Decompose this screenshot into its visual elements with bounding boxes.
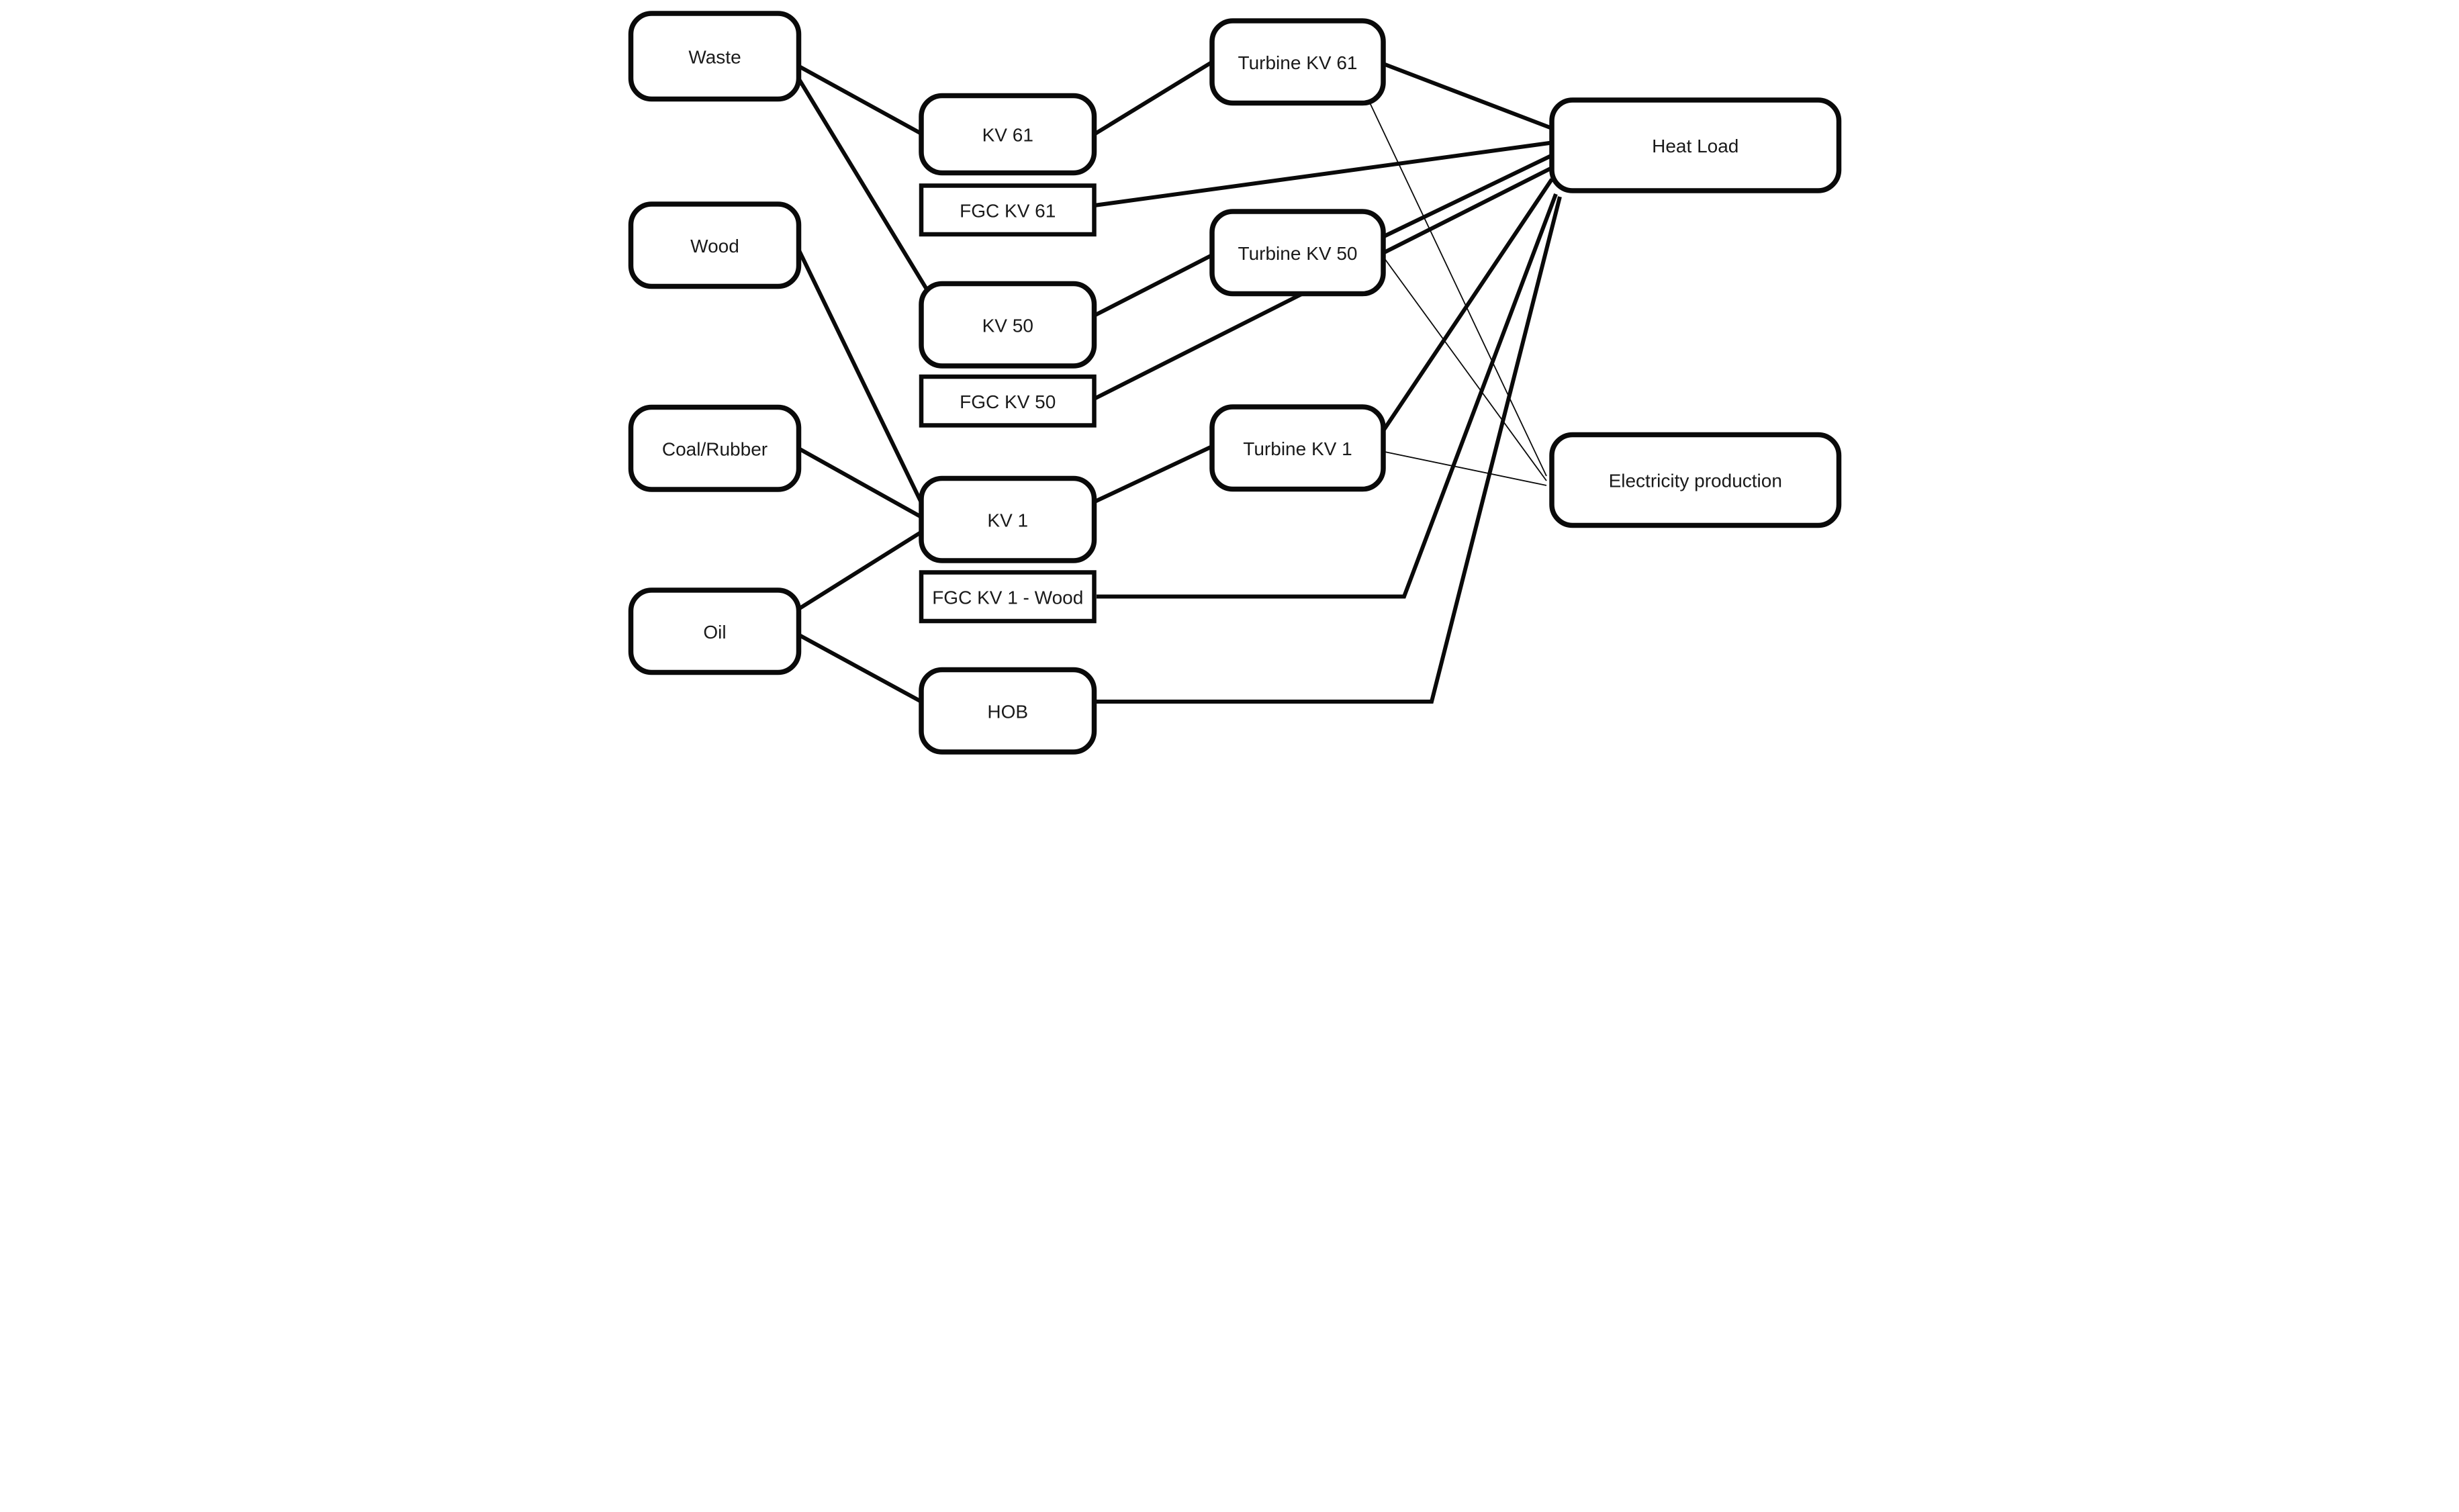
edge-wood-kv1 [796,247,923,504]
node-label-fgc_kv50: FGC KV 50 [960,391,1056,412]
edge-kv61-turb61 [1093,60,1213,136]
edge-turb50-elec [1382,256,1547,481]
node-box-turb1 [1209,404,1386,492]
node-label-wood: Wood [690,236,739,256]
node-coal_rubber: Coal/Rubber [628,404,801,492]
node-kv61: KV 61 [918,93,1097,176]
node-label-fgc_kv1_wood: FGC KV 1 - Wood [932,587,1083,608]
node-label-kv50: KV 50 [982,315,1033,336]
node-wood: Wood [628,201,801,289]
node-hob: HOB [918,667,1097,755]
node-box-elec [1548,432,1841,528]
node-label-kv61: KV 61 [982,125,1033,146]
node-label-elec: Electricity production [1608,471,1781,491]
node-turb61: Turbine KV 61 [1209,18,1386,106]
edge-kv1-turb1 [1093,444,1213,504]
node-label-kv1: KV 1 [987,510,1028,530]
node-label-fgc_kv61: FGC KV 61 [960,200,1056,221]
edge-hob-heat [1094,196,1562,704]
edge-oil-kv1 [796,530,923,612]
edge-waste-kv50 [795,75,930,293]
node-label-turb1: Turbine KV 1 [1243,438,1352,459]
edge-turb1-elec [1383,451,1546,486]
edge-turb50-heat [1382,153,1552,239]
node-label-turb61: Turbine KV 61 [1238,52,1357,73]
node-box-turb61 [1209,18,1386,106]
node-box-fgc_kv50 [919,374,1097,428]
node-label-coal_rubber: Coal/Rubber [661,438,767,459]
edge-fgc_kv1_wood-heat [1096,193,1558,599]
node-waste: Waste [628,11,801,102]
edge-fgc_kv61-heat [1093,140,1552,207]
node-box-coal_rubber [628,404,801,492]
edge-turb1-heat [1381,178,1553,432]
node-fgc_kv61: FGC KV 61 [919,183,1097,237]
node-fgc_kv1_wood: FGC KV 1 - Wood [919,570,1097,624]
node-box-kv1 [918,475,1097,563]
node-box-kv50 [918,281,1097,369]
edge-oil-hob [796,632,922,704]
node-turb1: Turbine KV 1 [1209,404,1386,492]
node-box-waste [628,11,801,102]
node-elec: Electricity production [1548,432,1841,528]
node-fgc_kv50: FGC KV 50 [919,374,1097,428]
node-kv1: KV 1 [918,475,1097,563]
node-box-wood [628,201,801,289]
node-label-waste: Waste [688,46,741,67]
edge-coal_rubber-kv1 [796,446,922,519]
node-box-fgc_kv61 [919,183,1097,237]
node-turb50: Turbine KV 50 [1209,209,1386,297]
node-box-heat [1548,97,1841,193]
node-box-oil [628,587,801,675]
node-kv50: KV 50 [918,281,1097,369]
edge-turb61-elec [1368,100,1547,477]
node-label-hob: HOB [987,701,1028,722]
node-label-oil: Oil [703,622,726,643]
node-box-turb50 [1209,209,1386,297]
edge-turb61-heat [1382,62,1552,130]
node-box-kv61 [918,93,1097,176]
node-label-turb50: Turbine KV 50 [1238,243,1357,264]
edge-waste-kv61 [796,63,922,136]
node-box-hob [918,667,1097,755]
node-box-fgc_kv1_wood [919,570,1097,624]
node-oil: Oil [628,587,801,675]
node-heat: Heat Load [1548,97,1841,193]
node-label-heat: Heat Load [1652,136,1738,156]
edge-kv50-turb50 [1093,253,1213,318]
